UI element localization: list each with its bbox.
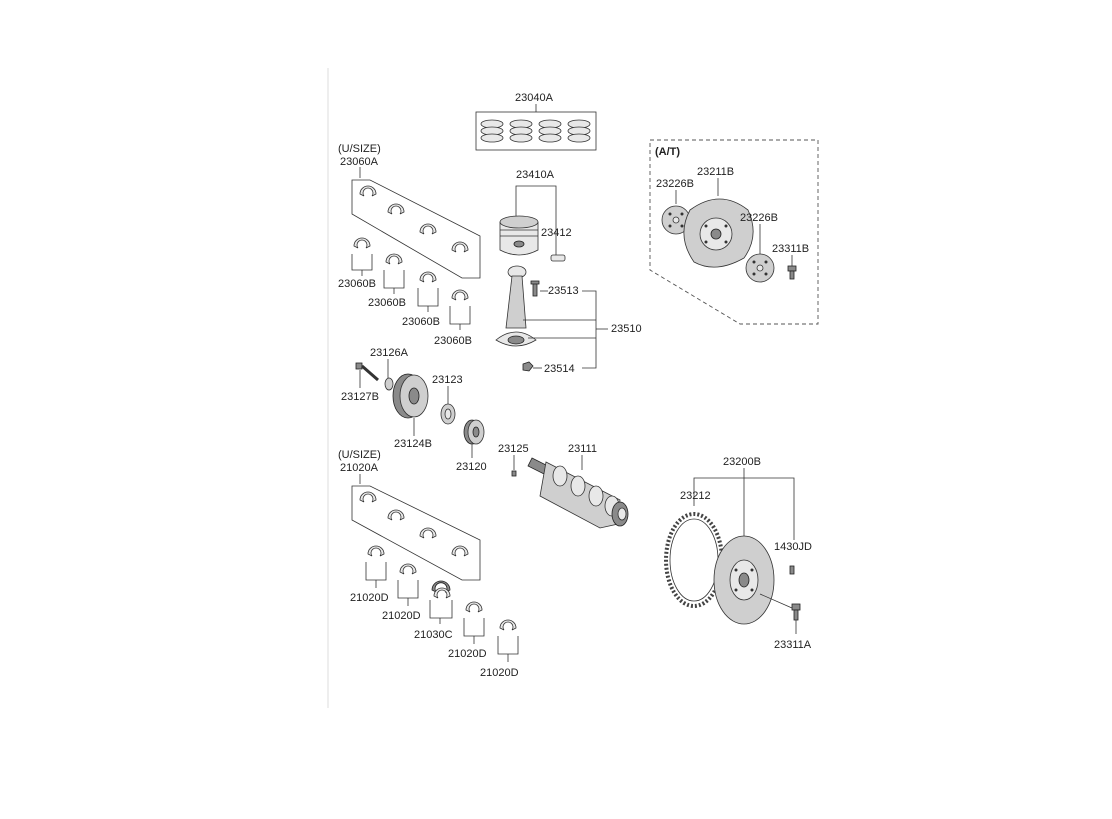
label-23410A[interactable]: 23410A: [516, 169, 555, 181]
label-23123[interactable]: 23123: [432, 374, 463, 386]
rod-bolt[interactable]: [530, 280, 540, 297]
label-23510[interactable]: 23510: [611, 323, 642, 335]
drive-plate-bolt[interactable]: [787, 265, 797, 280]
piston-pin[interactable]: [550, 254, 566, 262]
label-23226B-1[interactable]: 23226B: [656, 178, 694, 190]
crankshaft-key[interactable]: [511, 470, 517, 477]
bearing-23060B-3[interactable]: [419, 271, 437, 283]
dowel-pin[interactable]: [789, 565, 795, 575]
flywheel-bolt[interactable]: [791, 603, 801, 621]
pulley-bolt[interactable]: [355, 362, 379, 382]
crankshaft-pulley[interactable]: [392, 373, 429, 419]
label-23060B-1[interactable]: 23060B: [338, 278, 376, 290]
crankshaft[interactable]: [527, 457, 629, 529]
piston-ring-set[interactable]: [475, 104, 597, 151]
bearing-23060B-1[interactable]: [353, 237, 371, 249]
pulley-spacer[interactable]: [440, 403, 456, 425]
label-23514[interactable]: 23514: [544, 363, 575, 375]
label-21030C[interactable]: 21030C: [414, 629, 453, 641]
piston[interactable]: [499, 215, 539, 256]
label-23060B-3[interactable]: 23060B: [402, 316, 440, 328]
crankshaft-sprocket[interactable]: [463, 419, 485, 445]
bearing-23060B-4[interactable]: [451, 289, 469, 301]
drive-plate[interactable]: [683, 198, 754, 268]
bearing-21020D-2[interactable]: [399, 563, 417, 575]
adapter-plate-right[interactable]: [745, 253, 775, 283]
label-23226B-2[interactable]: 23226B: [740, 212, 778, 224]
flywheel[interactable]: [713, 535, 775, 625]
bearing-21020D-1[interactable]: [367, 545, 385, 557]
label-23311B[interactable]: 23311B: [772, 243, 809, 255]
rod-nut[interactable]: [522, 361, 534, 372]
label-23200B[interactable]: 23200B: [723, 456, 761, 468]
label-23127B[interactable]: 23127B: [341, 391, 379, 403]
label-23125[interactable]: 23125: [498, 443, 529, 455]
lower-bearing-set[interactable]: [359, 491, 469, 557]
label-21020D-2[interactable]: 21020D: [382, 610, 421, 622]
label-23060B-4[interactable]: 23060B: [434, 335, 472, 347]
label-23124B[interactable]: 23124B: [394, 438, 432, 450]
label-23040A[interactable]: 23040A: [515, 92, 554, 104]
label-21020A[interactable]: 21020A: [340, 462, 379, 474]
bearing-21020D-3[interactable]: [465, 601, 483, 613]
label-23211B[interactable]: 23211B: [697, 166, 734, 178]
label-21020D-3[interactable]: 21020D: [448, 648, 487, 660]
label-usize-upper[interactable]: (U/SIZE): [338, 143, 381, 155]
label-23513[interactable]: 23513: [548, 285, 579, 297]
label-23111[interactable]: 23111: [568, 443, 597, 455]
thrust-bearing-21030C[interactable]: [431, 580, 451, 599]
label-21020D-1[interactable]: 21020D: [350, 592, 389, 604]
ring-gear[interactable]: [664, 512, 724, 608]
at-group-box: [649, 139, 819, 325]
connecting-rod[interactable]: [495, 265, 537, 347]
label-23412[interactable]: 23412: [541, 227, 572, 239]
label-at[interactable]: (A/T): [655, 146, 680, 158]
label-usize-lower[interactable]: (U/SIZE): [338, 449, 381, 461]
label-23126A[interactable]: 23126A: [370, 347, 409, 359]
bearing-21020D-4[interactable]: [499, 619, 517, 631]
label-23311A[interactable]: 23311A: [774, 639, 812, 651]
label-23120[interactable]: 23120: [456, 461, 487, 473]
label-23060B-2[interactable]: 23060B: [368, 297, 406, 309]
pulley-washer[interactable]: [384, 377, 394, 391]
bearing-23060B-2[interactable]: [385, 253, 403, 265]
upper-bearing-set[interactable]: [359, 185, 469, 253]
label-23060A[interactable]: 23060A: [340, 156, 379, 168]
label-23212[interactable]: 23212: [680, 490, 711, 502]
label-1430JD[interactable]: 1430JD: [774, 541, 812, 553]
label-21020D-4[interactable]: 21020D: [480, 667, 519, 679]
